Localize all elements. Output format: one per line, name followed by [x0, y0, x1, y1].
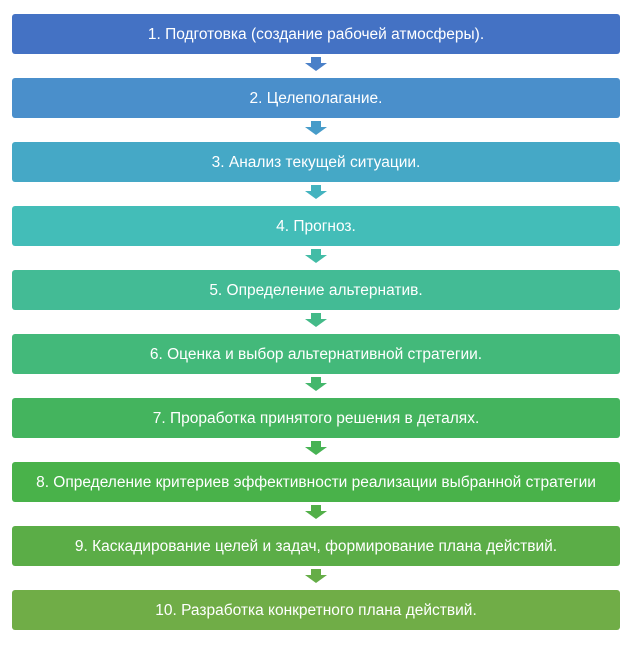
- step-7-box: 7. Проработка принятого решения в деталя…: [12, 398, 620, 438]
- step-2-box: 2. Целеполагание.: [12, 78, 620, 118]
- down-arrow-icon: [305, 505, 327, 519]
- down-arrow-icon: [305, 249, 327, 263]
- step-9-box: 9. Каскадирование целей и задач, формиро…: [12, 526, 620, 566]
- step-10-box: 10. Разработка конкретного плана действи…: [12, 590, 620, 630]
- step-4-label: 4. Прогноз.: [276, 217, 356, 235]
- down-arrow-icon: [305, 57, 327, 71]
- step-9-label: 9. Каскадирование целей и задач, формиро…: [74, 537, 558, 555]
- down-arrow-icon: [305, 121, 327, 135]
- down-arrow-icon: [305, 377, 327, 391]
- step-10-label: 10. Разработка конкретного плана действи…: [155, 601, 477, 619]
- step-1-label: 1. Подготовка (создание рабочей атмосфер…: [147, 25, 485, 43]
- step-1-box: 1. Подготовка (создание рабочей атмосфер…: [12, 14, 620, 54]
- down-arrow-icon: [305, 185, 327, 199]
- step-5-box: 5. Определение альтернатив.: [12, 270, 620, 310]
- down-arrow-icon: [305, 441, 327, 455]
- step-6-box: 6. Оценка и выбор альтернативной стратег…: [12, 334, 620, 374]
- step-8-box: 8. Определение критериев эффективности р…: [12, 462, 620, 502]
- step-3-label: 3. Анализ текущей ситуации.: [211, 153, 421, 171]
- down-arrow-icon: [305, 569, 327, 583]
- step-5-label: 5. Определение альтернатив.: [209, 281, 423, 299]
- down-arrow-icon: [305, 313, 327, 327]
- step-2-label: 2. Целеполагание.: [249, 89, 383, 107]
- step-8-label: 8. Определение критериев эффективности р…: [36, 473, 596, 491]
- step-4-box: 4. Прогноз.: [12, 206, 620, 246]
- step-3-box: 3. Анализ текущей ситуации.: [12, 142, 620, 182]
- step-6-label: 6. Оценка и выбор альтернативной стратег…: [149, 345, 483, 363]
- step-7-label: 7. Проработка принятого решения в деталя…: [152, 409, 480, 427]
